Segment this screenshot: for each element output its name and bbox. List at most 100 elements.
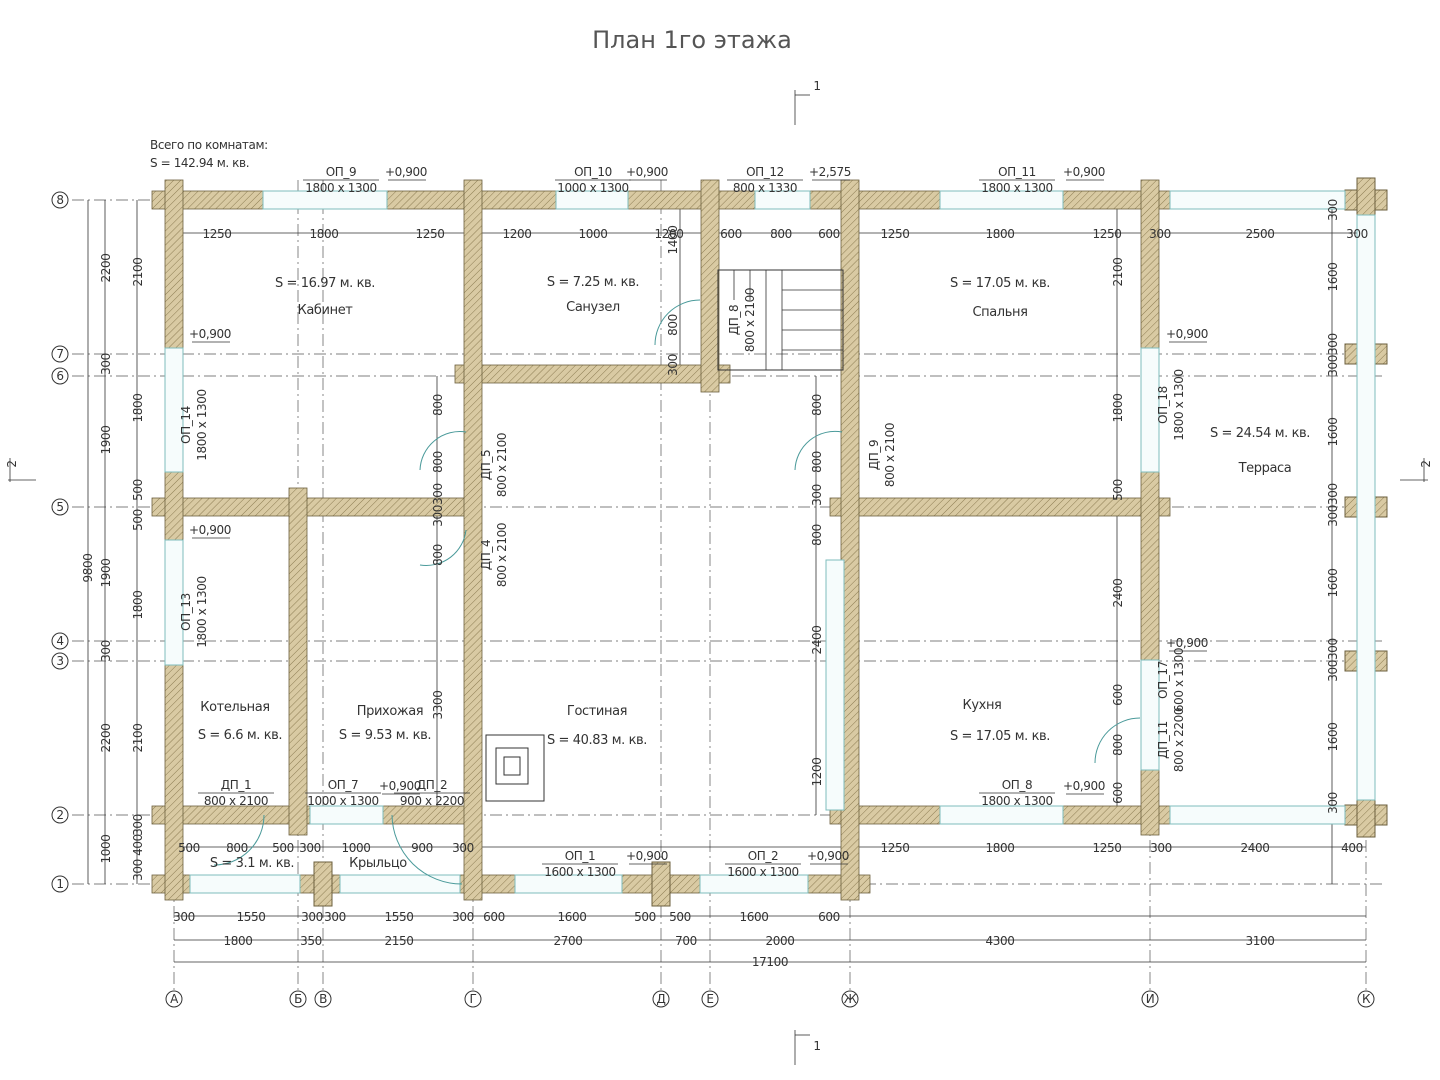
- opening-size: 1800 x 1300: [981, 794, 1052, 808]
- dimension-value: 800: [666, 314, 680, 336]
- opening-size: 800 x 2200: [1172, 708, 1186, 772]
- dimension-value: 600: [1111, 684, 1125, 706]
- opening-mark: ОП_12: [746, 165, 784, 179]
- dimension-value: 500: [131, 479, 145, 501]
- dimension-value: 1250: [1093, 227, 1122, 241]
- dimension-value: 800: [431, 544, 445, 566]
- level-mark: +2,575: [809, 165, 851, 179]
- dimension-total: 17100: [752, 955, 788, 969]
- dimension-value: 300300: [1326, 638, 1340, 681]
- opening-mark: ОП_17: [1156, 661, 1170, 699]
- door-swing: [419, 431, 467, 471]
- opening-size: 800 x 2100: [883, 423, 897, 487]
- dimension-value: 300: [301, 910, 323, 924]
- dimension-value: 300: [99, 640, 113, 662]
- axis-bubble: [841, 990, 859, 1008]
- room-name: Котельная: [200, 700, 269, 715]
- dimension-value: 800: [810, 394, 824, 416]
- opening-mark: ДП_1: [221, 778, 251, 792]
- dimension-value: 2000: [766, 934, 795, 948]
- dimension-value: 2400: [1111, 579, 1125, 608]
- level-mark: +0,900: [626, 849, 668, 863]
- dimension-value: 2200: [99, 724, 113, 753]
- post: [313, 861, 333, 907]
- opening-size: 800 x 1330: [733, 181, 797, 195]
- axis-bubble: [51, 806, 69, 824]
- axis-label-col: Г: [470, 992, 477, 1006]
- opening-mark: ОП_14: [179, 406, 193, 444]
- level-mark: +0,900: [1063, 165, 1105, 179]
- opening-mark: ДП_8: [727, 305, 741, 335]
- axis-label-row: 3: [56, 654, 63, 668]
- dimension-value: 1550: [385, 910, 414, 924]
- wall: [151, 497, 476, 517]
- dimension-value: 800: [770, 227, 792, 241]
- dimension-value: 1800: [131, 394, 145, 423]
- opening-mark: ДП_5: [479, 450, 493, 480]
- room-area: S = 7.25 м. кв.: [547, 275, 639, 290]
- room-area: S = 17.05 м. кв.: [950, 729, 1050, 744]
- axis-bubble: [51, 345, 69, 363]
- opening-size: 900 x 2200: [400, 794, 464, 808]
- opening-mark: ОП_7: [328, 778, 359, 792]
- opening-mark: ОП_18: [1156, 386, 1170, 424]
- room-name: Прихожая: [357, 704, 423, 719]
- level-mark: +0,900: [379, 779, 421, 793]
- window: [825, 559, 845, 811]
- opening-size: 1800 x 1300: [981, 181, 1052, 195]
- opening-size: 1000 x 1300: [307, 794, 378, 808]
- room-name: Санузел: [566, 300, 620, 315]
- dimension-value: 2100: [1111, 258, 1125, 287]
- level-mark: +0,900: [189, 327, 231, 341]
- opening-mark: ОП_10: [574, 165, 612, 179]
- axis-label-row: 1: [56, 877, 63, 891]
- axis-bubble: [51, 367, 69, 385]
- dimension-value: 1800: [986, 227, 1015, 241]
- dimension-value: 500: [634, 910, 656, 924]
- wall: [454, 364, 731, 384]
- axis-label-col: Ж: [844, 992, 857, 1006]
- room-name: Крыльцо: [349, 856, 407, 871]
- axis-label-col: В: [319, 992, 327, 1006]
- summary-label: Всего по комнатам:: [150, 138, 268, 152]
- window: [754, 190, 811, 210]
- dimension-value: 1250: [881, 841, 910, 855]
- door-swing: [419, 529, 467, 566]
- level-mark: +0,900: [1063, 779, 1105, 793]
- opening-size: 1800 x 1300: [305, 181, 376, 195]
- dimension-value: 800: [1111, 734, 1125, 756]
- dimension-value: 300: [1346, 227, 1368, 241]
- dimension-value: 300: [810, 484, 824, 506]
- dimension-value: 1400: [666, 226, 680, 255]
- dimension-value: 2400: [1241, 841, 1270, 855]
- window: [1169, 190, 1346, 210]
- dimension-value: 1200: [503, 227, 532, 241]
- level-mark: +0,900: [189, 523, 231, 537]
- dimension-value: 300: [173, 910, 195, 924]
- dimension-value: 3300: [431, 691, 445, 720]
- fireplace-inner: [495, 747, 529, 785]
- room-area: S = 6.6 м. кв.: [198, 728, 282, 743]
- axis-bubble: [1357, 990, 1375, 1008]
- axis-label-row: 8: [56, 193, 63, 207]
- dimension-value: 1600: [740, 910, 769, 924]
- dimension-value: 300: [666, 354, 680, 376]
- dimension-value: 2400: [810, 626, 824, 655]
- dimension-lines: [8, 90, 1428, 1065]
- room-area: S = 3.1 м. кв.: [210, 856, 294, 871]
- dimension-value: 500: [1111, 479, 1125, 501]
- dimension-value: 2500: [1246, 227, 1275, 241]
- dimension-value: 1000: [99, 835, 113, 864]
- window: [339, 874, 461, 894]
- opening-mark: ОП_8: [1002, 778, 1033, 792]
- room-name: Кухня: [963, 698, 1002, 713]
- dimension-value: 800: [431, 394, 445, 416]
- dimension-value: 1600: [558, 910, 587, 924]
- axis-bubble: [464, 990, 482, 1008]
- opening-mark: ДП_11: [1156, 721, 1170, 759]
- axis-bubble: [51, 875, 69, 893]
- opening-size: 1600 x 1300: [544, 865, 615, 879]
- dimension-value: 300: [131, 859, 145, 881]
- dimension-value: 1600: [1326, 263, 1340, 292]
